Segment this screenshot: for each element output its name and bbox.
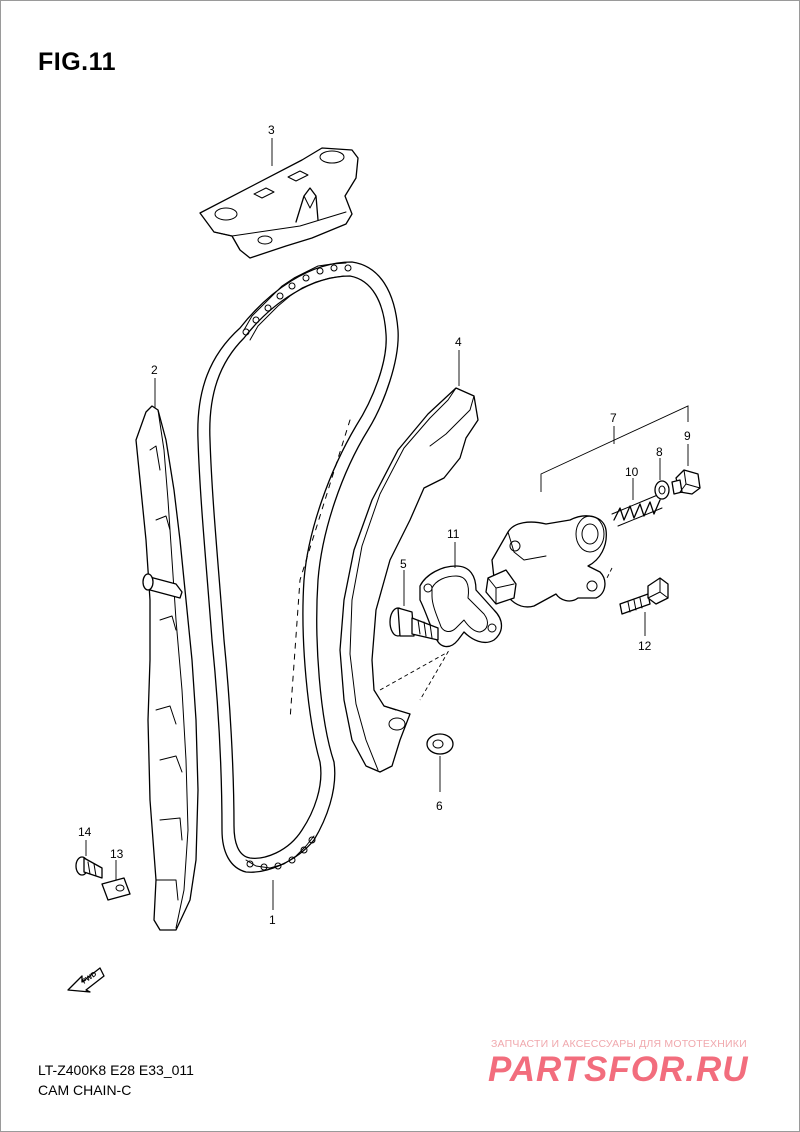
callout-7: 7 bbox=[610, 411, 617, 425]
chain-guide-rear[interactable] bbox=[135, 405, 199, 931]
callout-14: 14 bbox=[78, 825, 92, 839]
figure-title: FIG.11 bbox=[38, 48, 117, 76]
callout-10: 10 bbox=[625, 465, 639, 479]
chain-tensioner-guide[interactable] bbox=[339, 387, 479, 773]
washer[interactable] bbox=[426, 733, 454, 755]
guide-stopper[interactable] bbox=[101, 877, 131, 901]
callout-3: 3 bbox=[268, 123, 275, 137]
top-chain-guide[interactable] bbox=[199, 147, 359, 259]
leader-lines bbox=[85, 138, 689, 910]
watermark-logo: PARTSFOR.RU bbox=[488, 1050, 749, 1089]
cam-chain[interactable] bbox=[197, 261, 399, 873]
mounting-bolt[interactable] bbox=[619, 577, 669, 615]
callout-5: 5 bbox=[400, 557, 407, 571]
callout-4: 4 bbox=[455, 335, 462, 349]
model-code: LT-Z400K8 E28 E33_011 bbox=[38, 1062, 194, 1078]
plug-bolt[interactable] bbox=[671, 469, 701, 495]
watermark-subtitle: ЗАПЧАСТИ И АКСЕССУАРЫ ДЛЯ МОТОТЕХНИКИ bbox=[491, 1038, 747, 1050]
guide-bolt[interactable] bbox=[389, 607, 439, 641]
callout-6: 6 bbox=[436, 799, 443, 813]
tensioner-adjuster-assy[interactable] bbox=[485, 515, 607, 608]
callout-9: 9 bbox=[684, 429, 691, 443]
callouts: 3 2 4 7 9 8 10 11 5 6 12 1 14 13 bbox=[78, 123, 691, 927]
stopper-screw[interactable] bbox=[75, 856, 103, 879]
callout-1: 1 bbox=[269, 913, 276, 927]
callout-8: 8 bbox=[656, 445, 663, 459]
diagram-caption: CAM CHAIN-C bbox=[38, 1082, 132, 1098]
gasket-washer[interactable] bbox=[654, 480, 670, 500]
callout-13: 13 bbox=[110, 847, 124, 861]
spring[interactable] bbox=[611, 493, 663, 527]
callout-2: 2 bbox=[151, 363, 158, 377]
callout-12: 12 bbox=[638, 639, 652, 653]
callout-11: 11 bbox=[447, 527, 460, 541]
fwd-arrow-icon: FWD bbox=[67, 967, 105, 993]
